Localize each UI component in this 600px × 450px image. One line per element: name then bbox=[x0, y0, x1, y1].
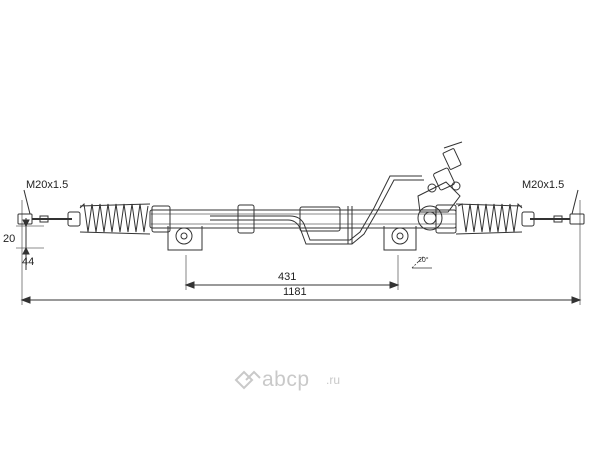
right-mount bbox=[383, 226, 417, 251]
thread-label-left: M20x1.5 bbox=[26, 179, 69, 191]
rack-housing bbox=[149, 209, 457, 229]
dimension-tie-rod-end: 44 bbox=[22, 256, 35, 268]
abcp-domain: .ru bbox=[326, 373, 341, 387]
thread-label-right: M20x1.5 bbox=[522, 179, 565, 191]
valve-body bbox=[417, 141, 463, 231]
dimension-angle: 20° bbox=[418, 257, 429, 264]
abcp-logo: abcp .ru bbox=[232, 366, 362, 394]
abcp-wordmark: abcp bbox=[262, 368, 310, 391]
dimension-mount-spacing: 431 bbox=[278, 271, 297, 283]
left-boot bbox=[79, 202, 151, 235]
hydraulic-lines bbox=[210, 175, 424, 245]
left-mount bbox=[167, 226, 203, 251]
abcp-logo-mark-icon bbox=[234, 370, 254, 390]
dimension-total-length: 1181 bbox=[283, 286, 307, 298]
right-boot bbox=[455, 202, 523, 235]
dimension-offset: 20 bbox=[3, 233, 16, 245]
